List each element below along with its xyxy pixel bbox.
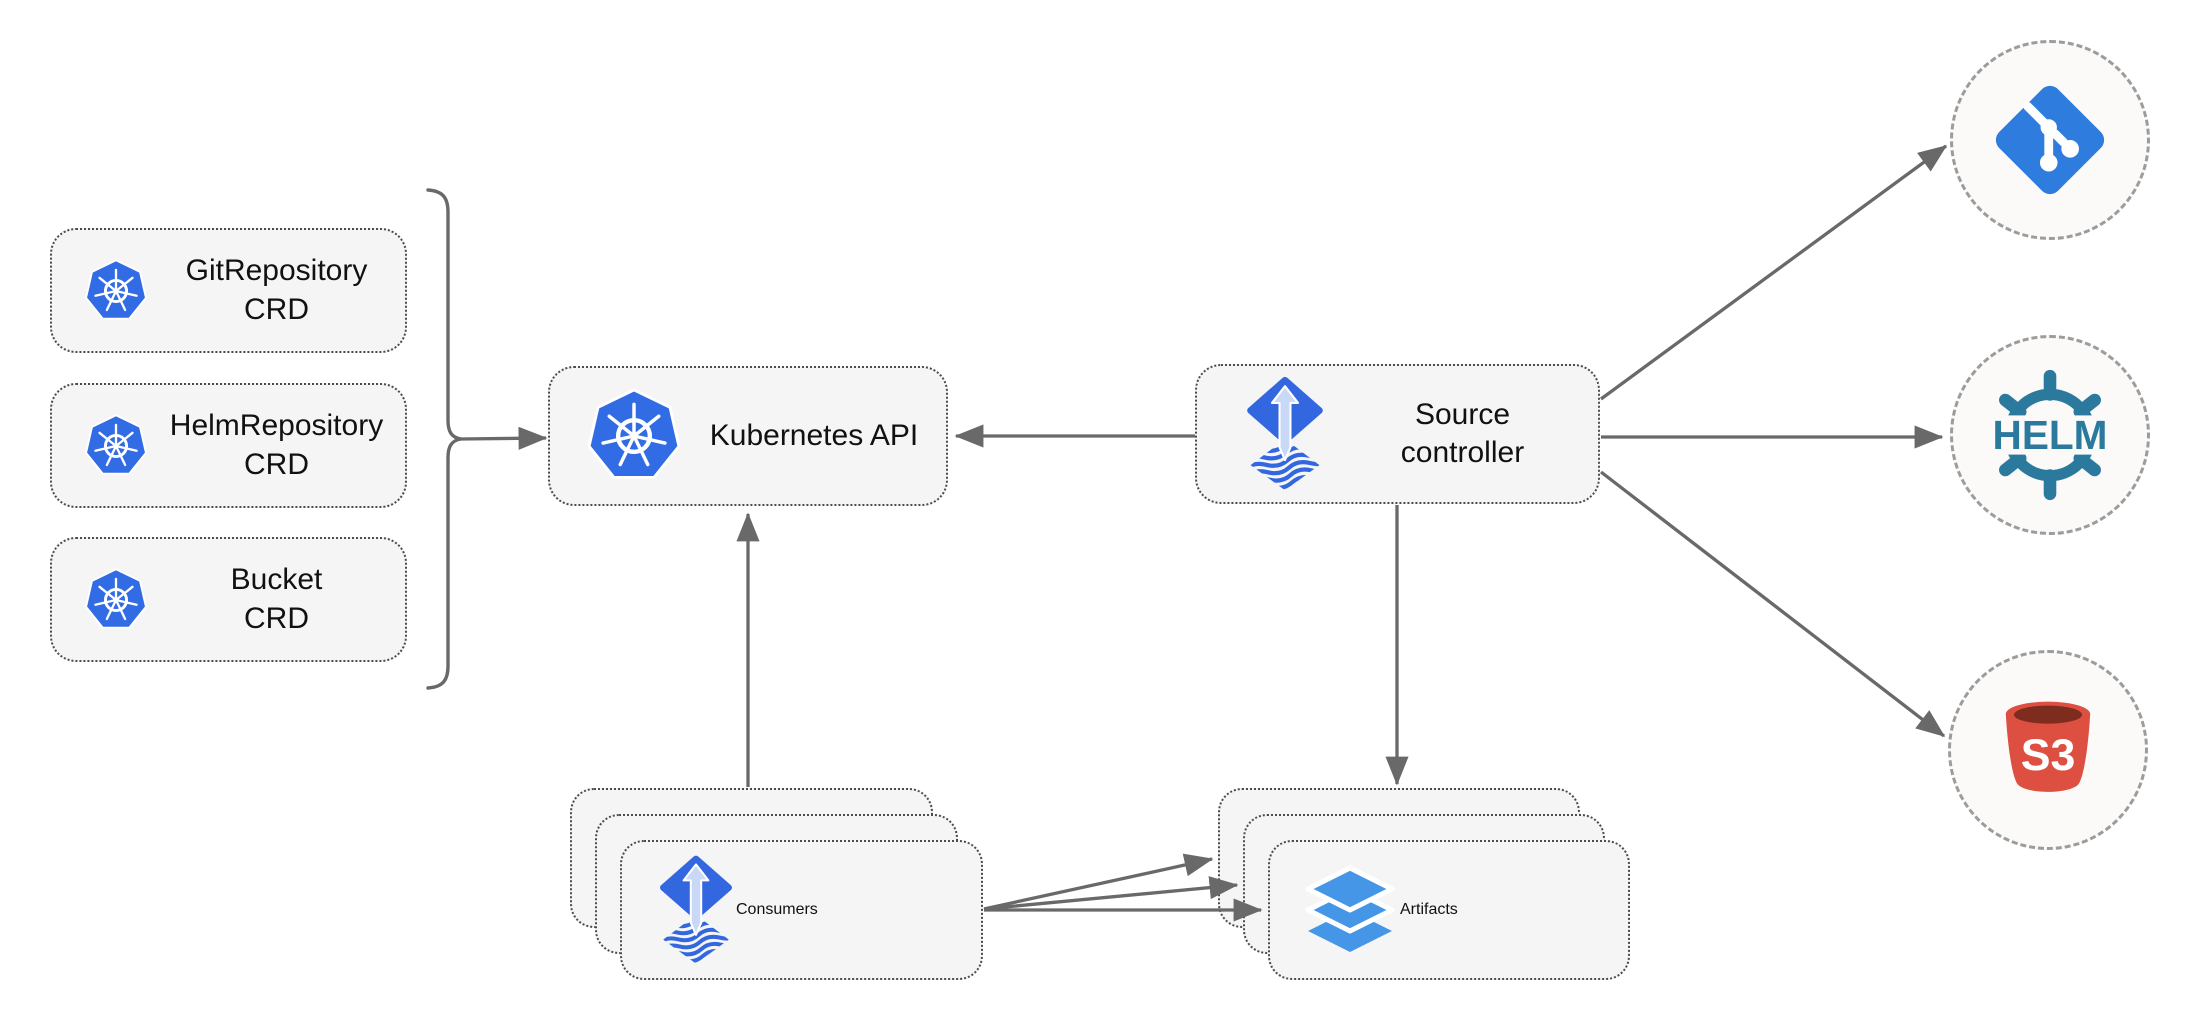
label-line2: CRD <box>244 601 309 635</box>
label-line2: CRD <box>244 292 309 326</box>
label-line1: Bucket <box>230 563 323 597</box>
s3-bucket-icon: S3 <box>2005 701 2091 792</box>
node-label: Source controller <box>1327 396 1598 473</box>
s3-wordmark: S3 <box>2021 731 2076 780</box>
node-gitrepository-crd: GitRepository CRD <box>50 228 407 353</box>
node-kubernetes-api: Kubernetes API <box>548 366 948 506</box>
crd-group-brace <box>426 188 462 690</box>
label-line1: Consumers <box>736 901 818 918</box>
kubernetes-icon <box>85 258 147 320</box>
node-label: HelmRepository CRD <box>148 407 405 484</box>
kubernetes-icon <box>85 567 147 629</box>
label-line1: Kubernetes API <box>709 418 919 452</box>
node-label: GitRepository CRD <box>148 252 405 329</box>
node-label: Bucket CRD <box>148 561 405 638</box>
label-line1: Source <box>1414 397 1511 431</box>
helm-wordmark: HELM <box>1993 412 2108 458</box>
label-line1: GitRepository <box>185 254 368 288</box>
helm-icon: HELM <box>1980 369 2120 501</box>
label-line1: Artifacts <box>1400 901 1458 918</box>
arrow-source-controller-to-s3 <box>1599 470 1946 738</box>
arrow-consumers-to-artifacts-2 <box>983 876 1239 911</box>
arrow-source-controller-to-git <box>1600 144 1948 401</box>
node-helm-source: HELM <box>1950 335 2150 535</box>
layers-icon <box>1305 865 1395 952</box>
flux-icon <box>1247 376 1323 491</box>
node-label: Kubernetes API <box>682 417 946 455</box>
kubernetes-icon <box>85 413 147 475</box>
node-helmrepository-crd: HelmRepository CRD <box>50 383 407 508</box>
git-icon <box>1995 85 2105 195</box>
node-source-controller: Source controller <box>1195 364 1600 504</box>
node-bucket-crd: Bucket CRD <box>50 537 407 662</box>
node-s3-source: S3 <box>1948 650 2148 850</box>
kubernetes-icon <box>587 388 681 479</box>
arrow-crds-to-kubernetes-api <box>460 426 548 450</box>
label-line2: controller <box>1400 436 1525 469</box>
label-line2: CRD <box>244 447 309 481</box>
flux-icon <box>660 855 732 964</box>
node-label: Artifacts <box>1400 901 1458 919</box>
label-line1: HelmRepository <box>169 409 384 443</box>
node-artifacts: Artifacts <box>1268 840 1630 980</box>
node-label: Consumers <box>736 901 818 919</box>
arrow-consumers-to-artifacts-1 <box>983 853 1214 911</box>
node-consumers: Consumers <box>620 840 983 980</box>
node-git-source <box>1950 40 2150 240</box>
